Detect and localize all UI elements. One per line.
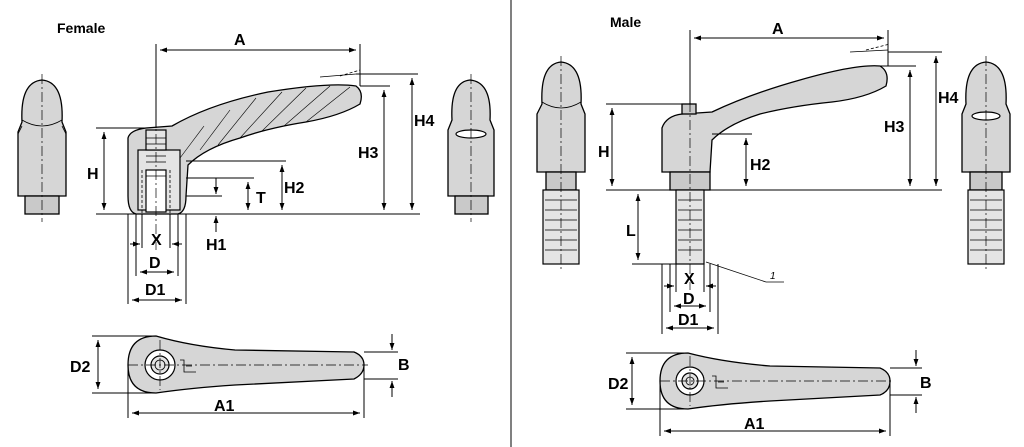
female-right-side-view xyxy=(447,74,495,222)
male-dim-B: B xyxy=(920,375,932,392)
male-left-side-view xyxy=(536,56,586,270)
male-dim-L: L xyxy=(626,223,636,240)
female-dim-H: H xyxy=(87,166,99,183)
female-dim-X: X xyxy=(151,232,162,249)
female-dim-H3: H3 xyxy=(358,145,379,162)
female-dim-D: D xyxy=(149,255,161,272)
male-callout-1: 1 xyxy=(770,271,776,282)
female-dim-A1: A1 xyxy=(214,398,235,415)
female-dim-B: B xyxy=(398,357,410,374)
male-dimensions: A H H2 L H3 H4 xyxy=(598,21,959,436)
female-title: Female xyxy=(57,20,105,36)
male-title: Male xyxy=(610,14,641,30)
male-dim-X: X xyxy=(684,271,695,288)
female-dim-D2: D2 xyxy=(70,359,91,376)
female-dim-H4: H4 xyxy=(414,113,435,130)
female-top-view xyxy=(127,335,368,394)
male-right-side-view xyxy=(961,56,1011,270)
female-left-side-view xyxy=(17,74,67,222)
male-dim-H3: H3 xyxy=(884,119,905,136)
female-dim-H2: H2 xyxy=(284,180,305,197)
female-lever-front-view xyxy=(127,44,362,250)
male-dim-D2: D2 xyxy=(608,376,629,393)
lever-hatching xyxy=(179,85,351,159)
male-dim-H: H xyxy=(598,144,610,161)
female-panel: Female xyxy=(17,20,495,418)
male-panel: Male xyxy=(536,14,1011,436)
female-dim-H1: H1 xyxy=(206,237,227,254)
male-lever-front-view xyxy=(661,30,891,290)
female-dim-D1: D1 xyxy=(145,282,166,299)
male-dim-D: D xyxy=(683,291,695,308)
male-dim-A1: A1 xyxy=(744,416,765,433)
male-dim-A: A xyxy=(772,21,784,38)
male-dim-D1: D1 xyxy=(678,312,699,329)
female-dim-T: T xyxy=(256,190,266,207)
female-dim-A: A xyxy=(234,32,246,49)
male-dim-H4: H4 xyxy=(938,90,959,107)
male-top-view xyxy=(659,352,894,410)
female-dimensions: A H H2 T H1 H3 xyxy=(70,32,435,418)
male-dim-H2: H2 xyxy=(750,157,771,174)
